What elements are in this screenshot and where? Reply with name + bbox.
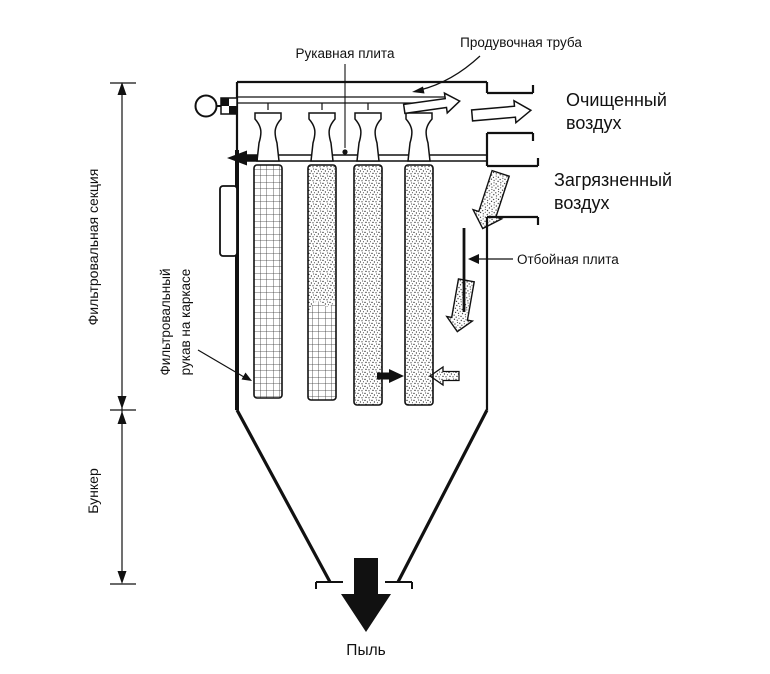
airflow-arrows bbox=[227, 91, 533, 387]
filter-bags bbox=[253, 164, 434, 406]
controller-box bbox=[219, 185, 238, 257]
filter-bag-leader bbox=[197, 349, 245, 378]
dimension-lines bbox=[110, 82, 136, 585]
dim-arrow-bottom-icon bbox=[117, 571, 127, 584]
hopper-flanges bbox=[315, 581, 413, 589]
dust-arrow-icon bbox=[341, 558, 391, 632]
filter-bag-1 bbox=[253, 164, 283, 399]
gas-through-bag-arrow-icon bbox=[377, 369, 404, 383]
labels: Рукавная плита Продувочная труба Очищенн… bbox=[85, 35, 672, 659]
dirty-air-left-arrow-icon bbox=[428, 365, 460, 387]
leader-lines bbox=[197, 55, 513, 381]
clean-air-duct bbox=[487, 85, 535, 141]
dirty-air-down-arrow-icon bbox=[445, 278, 476, 333]
filter-bag-leader-arrow-icon bbox=[241, 372, 252, 381]
filter-bag-4 bbox=[404, 164, 434, 406]
fan-icon bbox=[194, 94, 218, 118]
blow-nozzles bbox=[267, 103, 420, 110]
label-dirty-air-line1: Загрязненный bbox=[554, 170, 672, 190]
clean-gas-left-arrow-icon bbox=[227, 150, 258, 166]
label-filter-bag-line2: рукав на каркасе bbox=[178, 269, 193, 376]
hopper-walls bbox=[235, 409, 489, 583]
dim-arrow-mid-up-icon bbox=[117, 411, 127, 424]
dirty-air-inlet-arrow-icon bbox=[471, 169, 511, 230]
label-clean-air-line1: Очищенный bbox=[566, 90, 667, 110]
dim-arrow-mid-down-icon bbox=[117, 396, 127, 409]
venturi-nozzles bbox=[254, 112, 433, 162]
clean-air-plenum-arrow-icon bbox=[402, 91, 462, 115]
blow-pipe-leader bbox=[419, 55, 481, 91]
label-dirty-air-line2: воздух bbox=[554, 193, 610, 213]
bag-plate-leader-dot bbox=[342, 149, 348, 155]
label-blow-pipe: Продувочная труба bbox=[460, 35, 582, 50]
label-clean-air-line2: воздух bbox=[566, 113, 622, 133]
label-bag-plate: Рукавная плита bbox=[296, 46, 395, 61]
label-dust: Пыль bbox=[346, 642, 385, 659]
label-filter-bag-line1: Фильтровальный bbox=[158, 269, 173, 376]
dim-arrow-top-icon bbox=[117, 82, 127, 95]
baffle-leader-arrow-icon bbox=[468, 254, 479, 264]
filter-bag-3 bbox=[353, 164, 383, 406]
blow-pipe-leader-arrow-icon bbox=[412, 86, 425, 94]
label-baffle-plate: Отбойная плита bbox=[517, 252, 619, 267]
dirty-air-duct bbox=[487, 158, 540, 225]
pulse-valve-icon bbox=[220, 97, 238, 115]
label-filter-section: Фильтровальная секция bbox=[85, 169, 101, 326]
filter-bag-2 bbox=[307, 164, 337, 401]
fan-and-valve bbox=[194, 94, 238, 118]
clean-air-outlet-arrow-icon bbox=[470, 99, 533, 125]
label-hopper: Бункер bbox=[85, 468, 101, 514]
